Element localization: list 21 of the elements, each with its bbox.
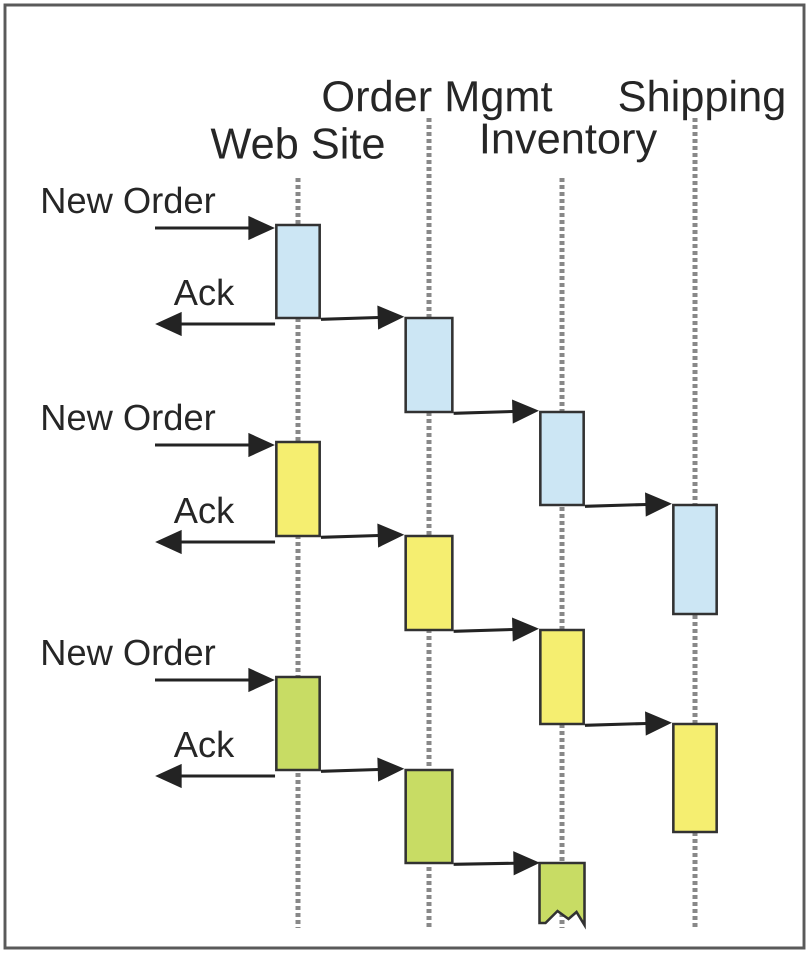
- activation-box: [539, 628, 585, 726]
- activation-box: [275, 440, 321, 538]
- activation-box: [404, 768, 454, 864]
- edge-label: Ack: [172, 730, 236, 759]
- activation-box: [275, 224, 321, 320]
- lifeline-header: Inventory: [482, 124, 658, 162]
- activation-box: [672, 722, 718, 834]
- edge-label: Ack: [172, 496, 236, 525]
- activation-box: [538, 862, 586, 930]
- edge-label: New Order: [39, 402, 217, 432]
- activation-box: [404, 534, 454, 632]
- lifeline-header: Order Mgmt: [323, 80, 552, 120]
- activation-box: [539, 410, 585, 506]
- edge-label: Ack: [172, 278, 236, 307]
- activation-box: [404, 316, 454, 414]
- edge-label: New Order: [39, 186, 217, 214]
- activation-box: [672, 504, 718, 616]
- activation-box: [275, 676, 321, 772]
- lifeline-header: Web Site: [210, 127, 384, 159]
- lifeline-header: Shipping: [620, 80, 784, 120]
- edge-label: New Order: [39, 638, 217, 667]
